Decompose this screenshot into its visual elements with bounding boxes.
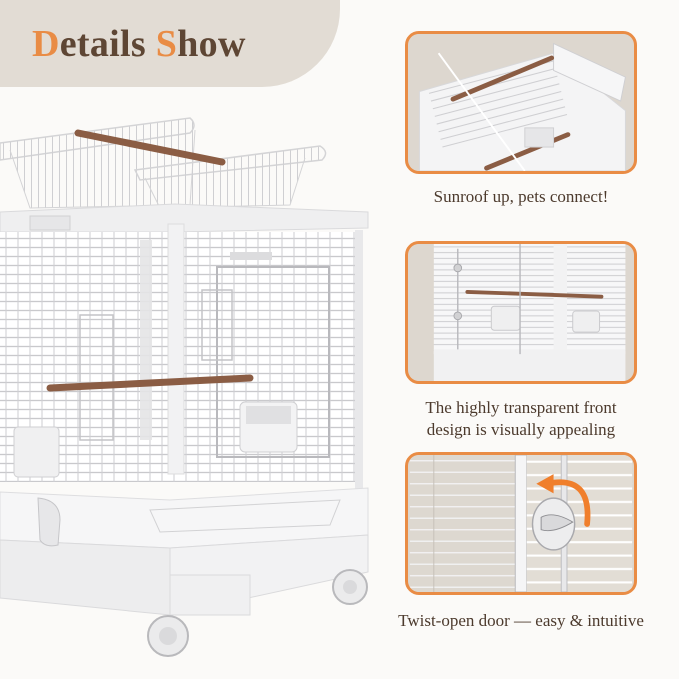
caption-front: The highly transparent front design is v… (395, 397, 647, 441)
caption-line: The highly transparent front (425, 398, 617, 417)
detail-image-door-lock (405, 452, 637, 595)
front-detail-illustration (409, 244, 633, 381)
caption-door-lock: Twist-open door — easy & intuitive (375, 610, 667, 632)
title-accent-d: D (32, 23, 60, 65)
caption-line: design is visually appealing (426, 420, 616, 439)
detail-image-sunroof (405, 31, 637, 174)
bird-cage-illustration (0, 117, 369, 657)
title-accent-s: S (155, 23, 178, 65)
main-cage-image (0, 95, 380, 679)
title-text-1: etails (59, 23, 156, 65)
caption-sunroof: Sunroof up, pets connect! (405, 186, 637, 208)
caption-line: Sunroof up, pets connect! (433, 187, 609, 206)
header-panel (0, 0, 340, 87)
sunroof-right (133, 145, 327, 209)
title-text-2: how (177, 23, 246, 65)
detail-image-front (405, 241, 637, 384)
door-lock-detail-illustration (409, 455, 633, 592)
sunroof-detail-illustration (409, 34, 633, 171)
caption-line: Twist-open door — easy & intuitive (398, 611, 644, 630)
page-title: Details Show (32, 22, 246, 66)
